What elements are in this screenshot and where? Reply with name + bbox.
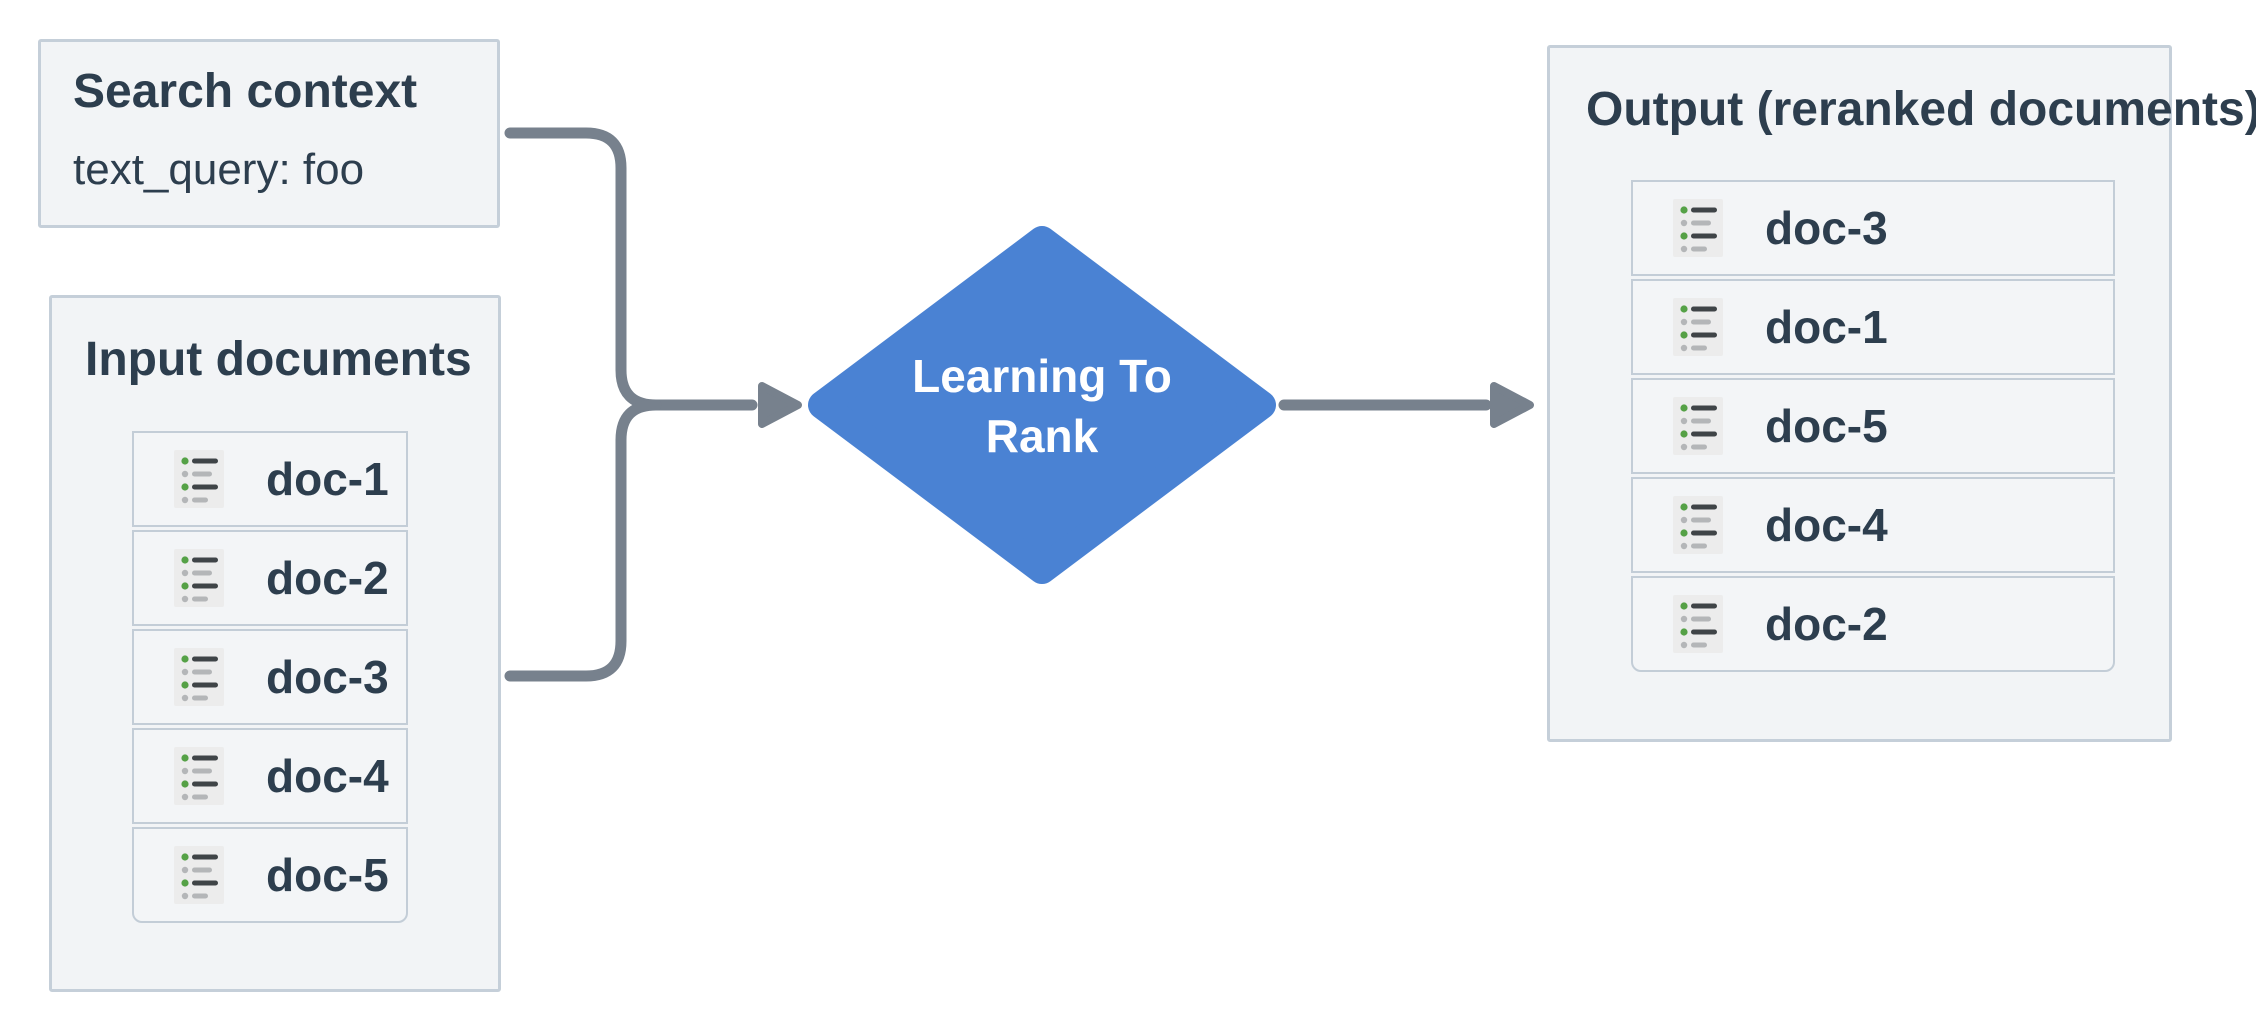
doc-row: doc-2 [132, 530, 408, 626]
doc-row: doc-5 [1631, 378, 2115, 474]
output-doc-list: doc-3 doc-1 [1631, 180, 2115, 672]
label-line-2: Rank [985, 410, 1099, 462]
doc-row: doc-1 [1631, 279, 2115, 375]
input-documents-title: Input documents [85, 333, 472, 386]
doc-row: doc-3 [132, 629, 408, 725]
doc-label: doc-1 [266, 453, 389, 505]
merge-connector [504, 127, 802, 682]
list-icon [1673, 496, 1723, 554]
list-icon [1673, 298, 1723, 356]
search-context-query: text_query: foo [73, 145, 365, 194]
doc-label: doc-3 [1765, 202, 1888, 254]
list-icon [174, 648, 224, 706]
doc-label: doc-5 [1765, 400, 1888, 452]
learning-to-rank-label: Learning To Rank [842, 346, 1242, 466]
input-doc-list: doc-1 doc-2 [132, 431, 408, 923]
doc-label: doc-1 [1765, 301, 1888, 353]
doc-label: doc-4 [266, 750, 389, 802]
doc-row: doc-3 [1631, 180, 2115, 276]
list-icon [174, 450, 224, 508]
output-documents-box: Output (reranked documents) [1547, 45, 2256, 742]
search-context-title: Search context [73, 65, 418, 118]
list-icon [174, 747, 224, 805]
doc-label: doc-5 [266, 849, 389, 901]
output-documents-title: Output (reranked documents) [1586, 83, 2256, 136]
doc-row: doc-4 [132, 728, 408, 824]
doc-row: doc-4 [1631, 477, 2115, 573]
doc-row: doc-5 [132, 827, 408, 923]
label-line-1: Learning To [912, 350, 1172, 402]
search-context-box: Search context text_query: foo [38, 39, 500, 228]
input-documents-box: Input documents doc-1 [49, 295, 501, 992]
list-icon [174, 846, 224, 904]
doc-row: doc-2 [1631, 576, 2115, 672]
list-icon [174, 549, 224, 607]
arrow-right-icon [1490, 382, 1534, 428]
list-icon [1673, 397, 1723, 455]
output-connector [1278, 382, 1534, 428]
list-icon [1673, 199, 1723, 257]
doc-row: doc-1 [132, 431, 408, 527]
arrow-right-icon [758, 382, 802, 428]
doc-label: doc-3 [266, 651, 389, 703]
doc-label: doc-2 [1765, 598, 1888, 650]
list-icon [1673, 595, 1723, 653]
doc-label: doc-2 [266, 552, 389, 604]
doc-label: doc-4 [1765, 499, 1888, 551]
